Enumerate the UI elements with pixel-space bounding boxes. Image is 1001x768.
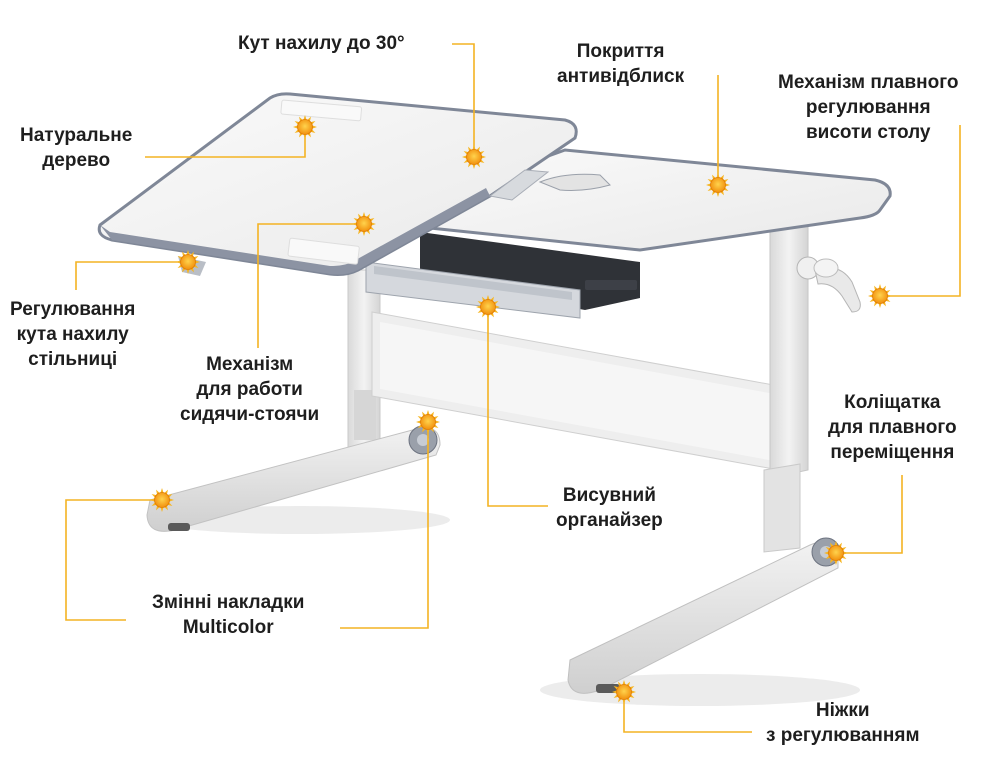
sun-marker-icon: [612, 680, 636, 704]
leader-feet: [623, 692, 752, 733]
callout-height-mechanism-line-2: регулювання: [805, 97, 931, 118]
tilt-support: [488, 169, 550, 201]
callout-height-mechanism-line-1: Механізм плавного: [778, 72, 959, 93]
leader-wheels: [836, 475, 903, 554]
callout-multicolor-pads: Змінні накладки Multicolor: [152, 590, 304, 640]
callout-height-mechanism-line-3: висоти столу: [806, 122, 931, 143]
multicolor-pads-marker: [416, 410, 440, 434]
callout-height-mechanism: Механізм плавного регулювання висоти сто…: [778, 70, 958, 145]
callout-wheels-line-3: переміщення: [830, 442, 955, 463]
sun-marker-icon: [476, 295, 500, 319]
callout-wheels-line-2: для плавного: [828, 417, 957, 438]
callout-tabletop-tilt-line-1: Регулювання: [10, 299, 136, 320]
leader-left-foot: [65, 499, 162, 621]
callout-feet-line-2: з регулюванням: [766, 725, 920, 746]
leader-height-mechanism: [880, 125, 961, 297]
sun-marker-icon: [176, 250, 200, 274]
callout-anti-glare-line-1: Покриття: [576, 41, 665, 62]
callout-natural-wood-line-1: Натуральне: [20, 125, 133, 146]
leader-organizer: [487, 307, 548, 507]
callout-feet: Ніжки з регулюванням: [766, 698, 920, 748]
tabletop-edge: [100, 188, 490, 275]
callout-anti-glare-line-2: антивідблиск: [557, 66, 685, 87]
leader-sit-stand: [257, 223, 364, 348]
feet-marker: [612, 680, 636, 704]
callout-sit-stand-line-2: для работи: [196, 379, 303, 400]
sun-marker-icon: [824, 541, 848, 565]
right-foot: [567, 540, 839, 694]
left-foot-marker: [150, 488, 174, 512]
right-leg-lower: [763, 463, 801, 553]
left-foot-glide: [168, 523, 190, 531]
callout-wheels: Коліщатка для плавного переміщення: [828, 390, 957, 465]
callout-tabletop-tilt-line-3: стільниці: [28, 349, 118, 370]
callout-sit-stand-line-1: Механізм: [206, 354, 294, 375]
tabletop-tilt-marker: [176, 250, 200, 274]
callout-wheels-line-1: Коліщатка: [844, 392, 941, 413]
sun-marker-icon: [462, 145, 486, 169]
sun-marker-icon: [868, 284, 892, 308]
leader-tilt-angle: [452, 43, 475, 157]
callout-natural-wood: Натуральне дерево: [20, 123, 132, 173]
callout-tilt-angle: Кут нахилу до 30°: [238, 31, 405, 56]
callout-tilt-angle-line-1: Кут нахилу до 30°: [238, 33, 405, 54]
sun-marker-icon: [352, 212, 376, 236]
callout-multicolor-pads-line-1: Змінні накладки: [152, 592, 305, 613]
tilting-tabletop: [97, 92, 578, 276]
callout-tabletop-tilt-line-2: кута нахилу: [16, 324, 129, 345]
sun-marker-icon: [706, 173, 730, 197]
sit-stand-marker: [352, 212, 376, 236]
callout-organizer-line-1: Висувний: [562, 485, 656, 506]
callout-organizer: Висувний органайзер: [556, 483, 663, 533]
sun-marker-icon: [416, 410, 440, 434]
wheels-marker: [824, 541, 848, 565]
height-crank-handle: [814, 267, 861, 313]
callout-sit-stand-line-3: сидячи-стоячи: [180, 404, 320, 425]
sun-marker-icon: [150, 488, 174, 512]
height-mechanism-marker: [868, 284, 892, 308]
anti-glare-marker: [706, 173, 730, 197]
info-sticker: [280, 99, 363, 122]
callout-sit-stand: Механізм для работи сидячи-стоячи: [180, 352, 319, 427]
left-leg-lower: [354, 390, 376, 440]
desk-illustration: [97, 92, 892, 706]
callout-feet-line-1: Ніжки: [815, 700, 870, 721]
callout-anti-glare: Покриття антивідблиск: [557, 39, 684, 89]
organizer-marker: [476, 295, 500, 319]
natural-wood-marker: [293, 115, 317, 139]
leader-tabletop-tilt: [75, 261, 188, 290]
sun-markers: [150, 115, 892, 704]
drawer-rail: [585, 280, 637, 290]
leader-multicolor-pads: [340, 422, 429, 629]
organizer-drawer-body: [420, 232, 640, 310]
callout-tabletop-tilt: Регулювання кута нахилу стільниці: [10, 297, 135, 372]
callout-organizer-line-2: органайзер: [556, 510, 663, 531]
tabletop-cutout: [538, 173, 611, 191]
warning-sticker: [287, 237, 360, 265]
sun-marker-icon: [293, 115, 317, 139]
callout-natural-wood-line-2: дерево: [42, 150, 111, 171]
callout-multicolor-pads-line-2: Multicolor: [182, 617, 274, 638]
tilt-angle-marker: [462, 145, 486, 169]
